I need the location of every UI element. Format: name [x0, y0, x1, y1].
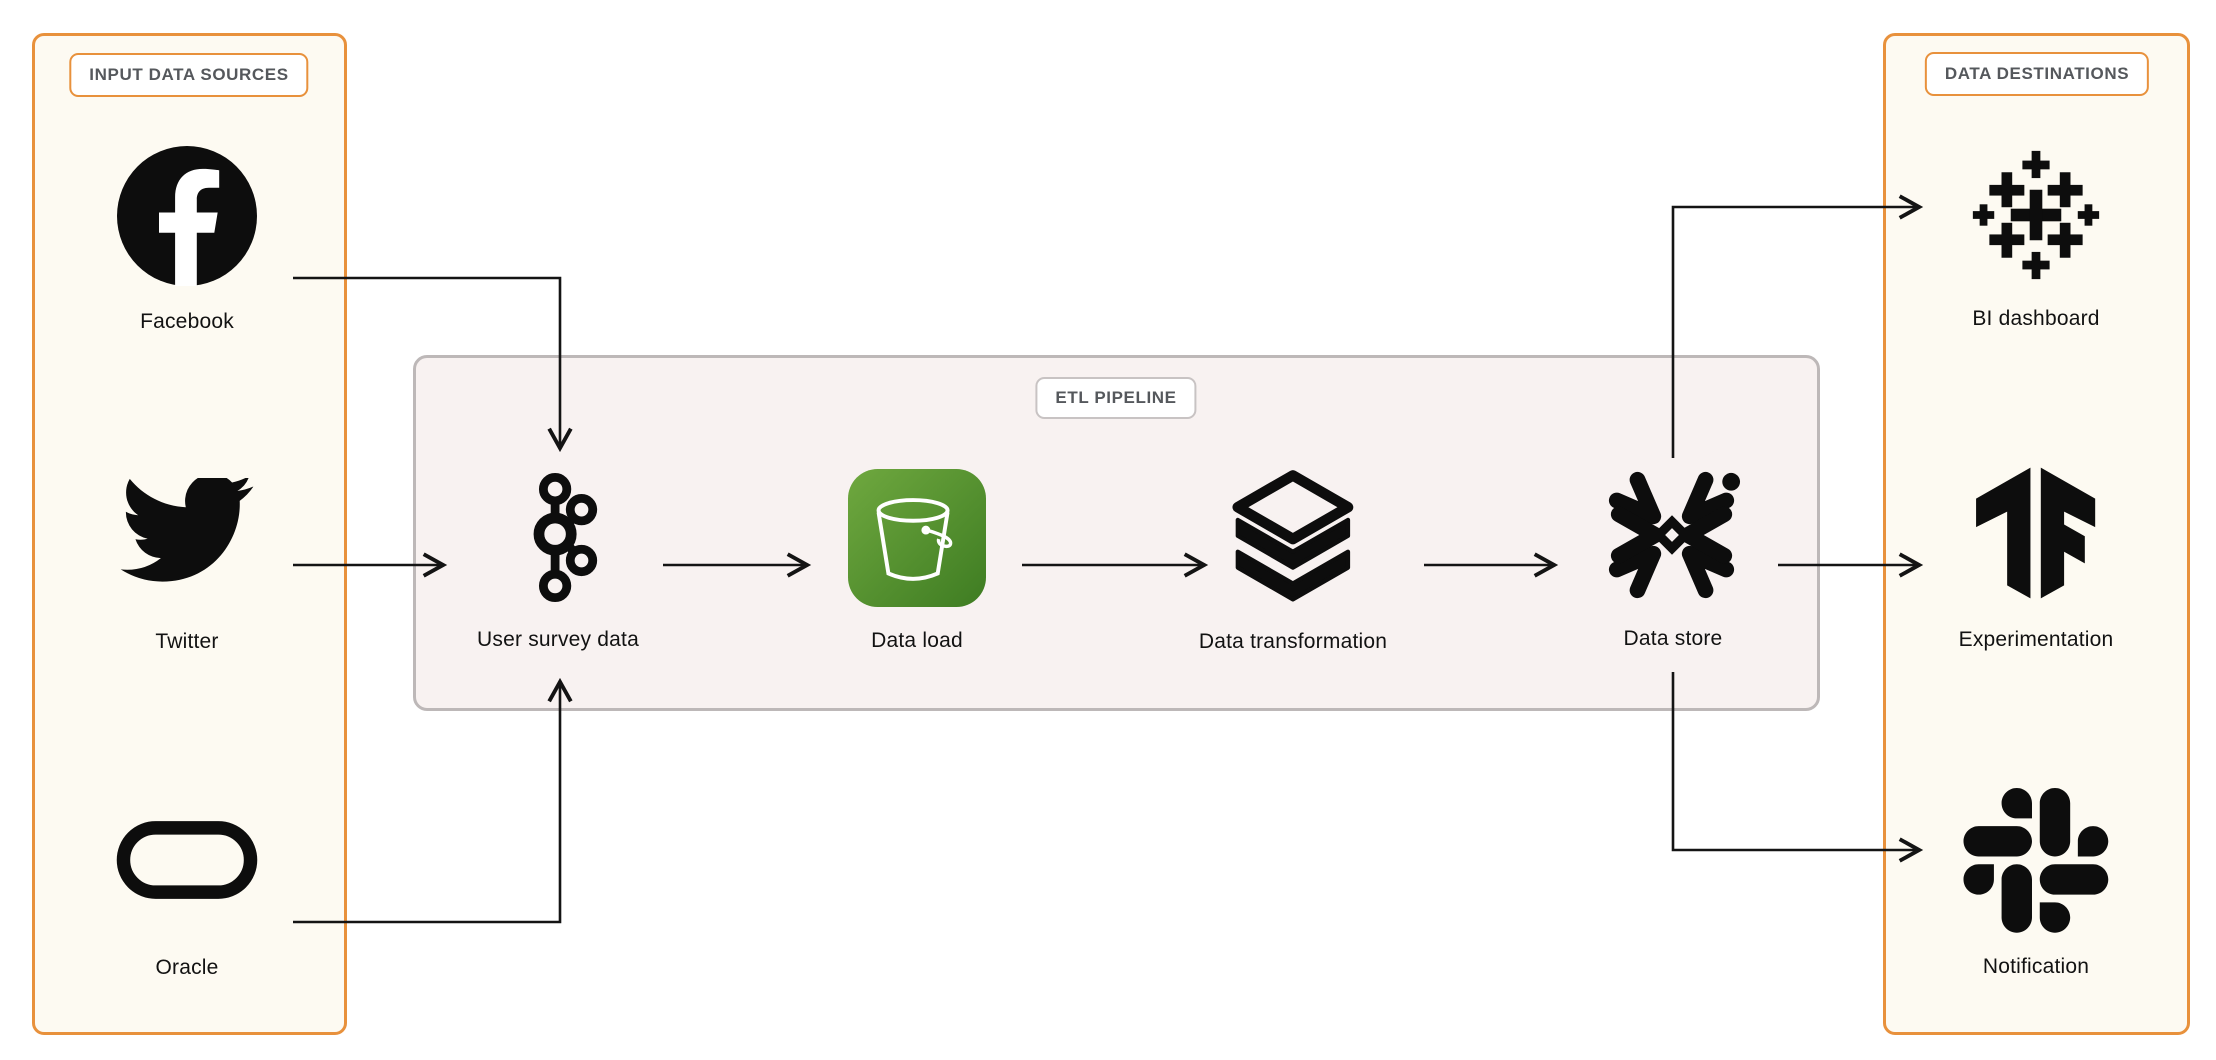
databricks-icon [1226, 468, 1360, 615]
node-twitter: Twitter [120, 473, 254, 655]
etl-pipeline-label: ETL PIPELINE [1035, 377, 1197, 419]
twitter-icon [120, 473, 254, 599]
node-label: Oracle [155, 956, 219, 979]
apache-kafka-icon [514, 468, 602, 613]
node-data-load: Data load [847, 469, 987, 654]
node-notification: Notification [1963, 788, 2109, 980]
node-experimentation: Experimentation [1959, 465, 2114, 653]
facebook-icon [117, 146, 257, 291]
node-user-survey-data: User survey data [477, 468, 639, 653]
node-label: Data load [871, 629, 963, 652]
node-label: BI dashboard [1972, 307, 2100, 330]
node-bi-dashboard: BI dashboard [1965, 147, 2107, 332]
node-facebook: Facebook [117, 146, 257, 335]
input-data-sources-label: INPUT DATA SOURCES [69, 53, 309, 97]
oracle-icon [116, 812, 258, 913]
tableau-icon [1965, 147, 2107, 288]
aws-s3-bucket-icon [847, 469, 987, 612]
node-label: Data store [1623, 627, 1723, 650]
node-label: Experimentation [1958, 628, 2114, 651]
data-destinations-label: DATA DESTINATIONS [1924, 52, 2150, 96]
node-data-transformation: Data transformation [1199, 468, 1387, 655]
node-label: Facebook [140, 310, 234, 333]
node-label: Data transformation [1198, 630, 1388, 653]
node-data-store: Data store [1600, 467, 1746, 652]
node-label: Twitter [155, 630, 219, 653]
tensorflow-icon [1971, 465, 2101, 615]
slack-icon [1963, 788, 2109, 938]
node-oracle: Oracle [116, 812, 258, 981]
snowflake-icon [1600, 467, 1746, 610]
node-label: User survey data [477, 628, 639, 651]
node-label: Notification [1982, 955, 2090, 978]
